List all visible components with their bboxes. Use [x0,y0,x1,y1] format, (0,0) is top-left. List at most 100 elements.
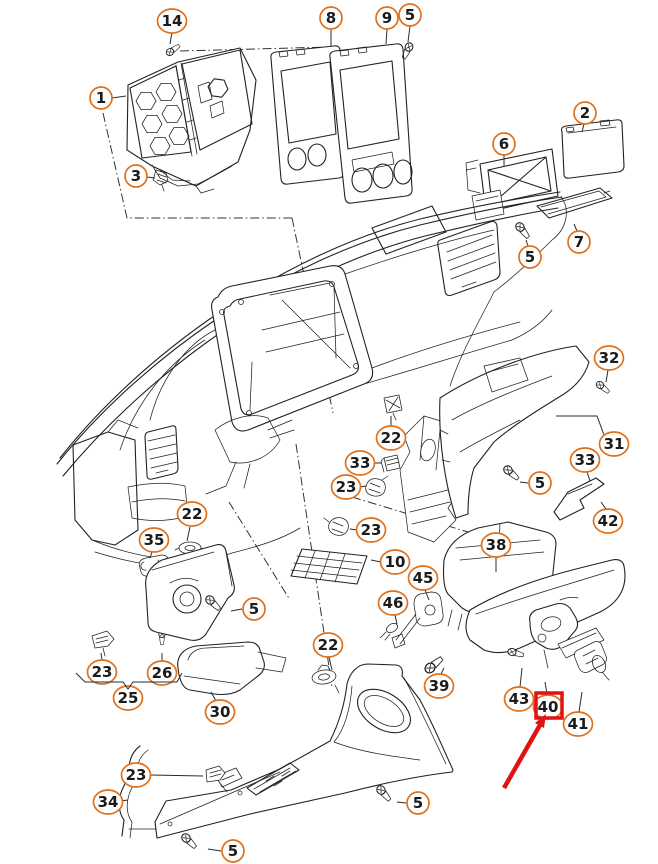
callout-33a[interactable]: 33 [344,450,383,476]
part-radio-trim-8 [270,45,346,185]
callout-23b[interactable]: 23 [349,517,387,543]
callout-23a[interactable]: 23 [330,474,367,500]
callout-23c[interactable]: 23 [86,652,118,685]
callout-5d[interactable]: 5 [230,597,266,621]
callout-45[interactable]: 45 [407,565,439,601]
callout-22b[interactable]: 22 [176,501,208,542]
svg-text:46: 46 [383,594,404,612]
part-latch-40 [529,602,605,669]
screw-5e [374,783,394,804]
part-radio-trim-9 [329,43,413,204]
screw-14 [164,42,182,58]
screw-5b [513,220,532,241]
svg-text:3: 3 [131,167,141,185]
callout-8[interactable]: 8 [319,6,343,46]
callout-34[interactable]: 34 [92,789,129,815]
callout-5a[interactable]: 5 [398,3,422,43]
svg-text:10: 10 [385,553,406,571]
callout-41[interactable]: 41 [562,691,594,737]
part-dashboard [56,191,567,568]
part-tray-30 [177,641,287,696]
callout-38[interactable]: 38 [480,532,512,572]
part-trim-34 [118,745,157,839]
part-lower-panel-31 [439,345,590,519]
callout-5b[interactable]: 5 [518,239,542,269]
svg-text:31: 31 [604,435,625,453]
svg-text:22: 22 [182,505,203,523]
svg-text:23: 23 [336,478,357,496]
callout-22c[interactable]: 22 [312,632,344,671]
bolt-39 [422,654,446,676]
svg-text:2: 2 [580,104,590,122]
part-console-side-panel [154,663,454,839]
svg-text:33: 33 [350,454,371,472]
callout-3[interactable]: 3 [124,164,156,188]
callout-23d[interactable]: 23 [120,762,204,788]
callout-22a[interactable]: 22 [375,416,407,451]
svg-text:14: 14 [162,12,183,30]
svg-text:34: 34 [98,793,119,811]
svg-text:43: 43 [509,690,530,708]
screw-32 [594,379,612,396]
callout-9[interactable]: 9 [375,6,399,45]
svg-text:5: 5 [535,474,545,492]
callout-30[interactable]: 30 [204,691,236,725]
callout-43[interactable]: 43 [503,667,535,712]
callout-5f[interactable]: 5 [207,839,245,863]
callout-31[interactable]: 31 [556,415,630,457]
highlight-layer [502,691,564,790]
part-mat-10 [290,548,368,585]
clip-23a [365,475,389,497]
callout-39[interactable]: 39 [423,667,455,699]
screw-5c [501,463,522,483]
svg-text:33: 33 [575,451,596,469]
svg-text:5: 5 [405,6,415,24]
svg-text:38: 38 [486,536,507,554]
svg-text:45: 45 [413,569,434,587]
svg-text:7: 7 [574,233,584,251]
part-tray-7 [536,187,613,219]
callout-10[interactable]: 10 [370,549,411,575]
svg-text:23: 23 [126,766,147,784]
callout-2[interactable]: 2 [573,101,597,133]
callout-5c[interactable]: 5 [519,471,552,495]
highlight-arrow-head [535,714,546,728]
callout-25[interactable]: 25 [112,685,144,711]
callout-33b[interactable]: 33 [569,447,601,482]
clip-23d [205,765,228,793]
callout-7[interactable]: 7 [567,223,591,254]
clip-22c [311,664,340,694]
highlight-arrow [502,723,542,790]
callout-32[interactable]: 32 [593,345,625,383]
svg-text:30: 30 [210,703,231,721]
callout-5e[interactable]: 5 [396,791,430,815]
svg-text:5: 5 [228,842,238,860]
clip-23c [91,630,115,657]
highlight-box[interactable] [534,691,564,720]
part-centre-mounting-frame [126,47,257,194]
screw-5f [179,831,199,851]
callout-14[interactable]: 14 [156,8,188,45]
callout-46[interactable]: 46 [377,590,409,625]
svg-text:35: 35 [144,531,165,549]
clip-3 [152,169,169,192]
svg-text:26: 26 [152,664,173,682]
bulb-46 [379,623,398,641]
callout-26[interactable]: 26 [146,653,178,686]
svg-text:9: 9 [382,9,392,27]
callout-35[interactable]: 35 [138,527,170,559]
part-lock-41 [574,641,610,681]
callout-1[interactable]: 1 [89,86,127,110]
svg-text:23: 23 [361,521,382,539]
svg-text:5: 5 [525,248,535,266]
callout-40[interactable]: 40 [532,681,564,720]
part-glovebox-door [145,544,235,641]
part-storage-frame-6 [465,148,559,221]
part-strip-42 [553,477,605,521]
svg-text:39: 39 [429,677,450,695]
callout-6[interactable]: 6 [492,132,516,166]
callout-42[interactable]: 42 [592,501,624,534]
